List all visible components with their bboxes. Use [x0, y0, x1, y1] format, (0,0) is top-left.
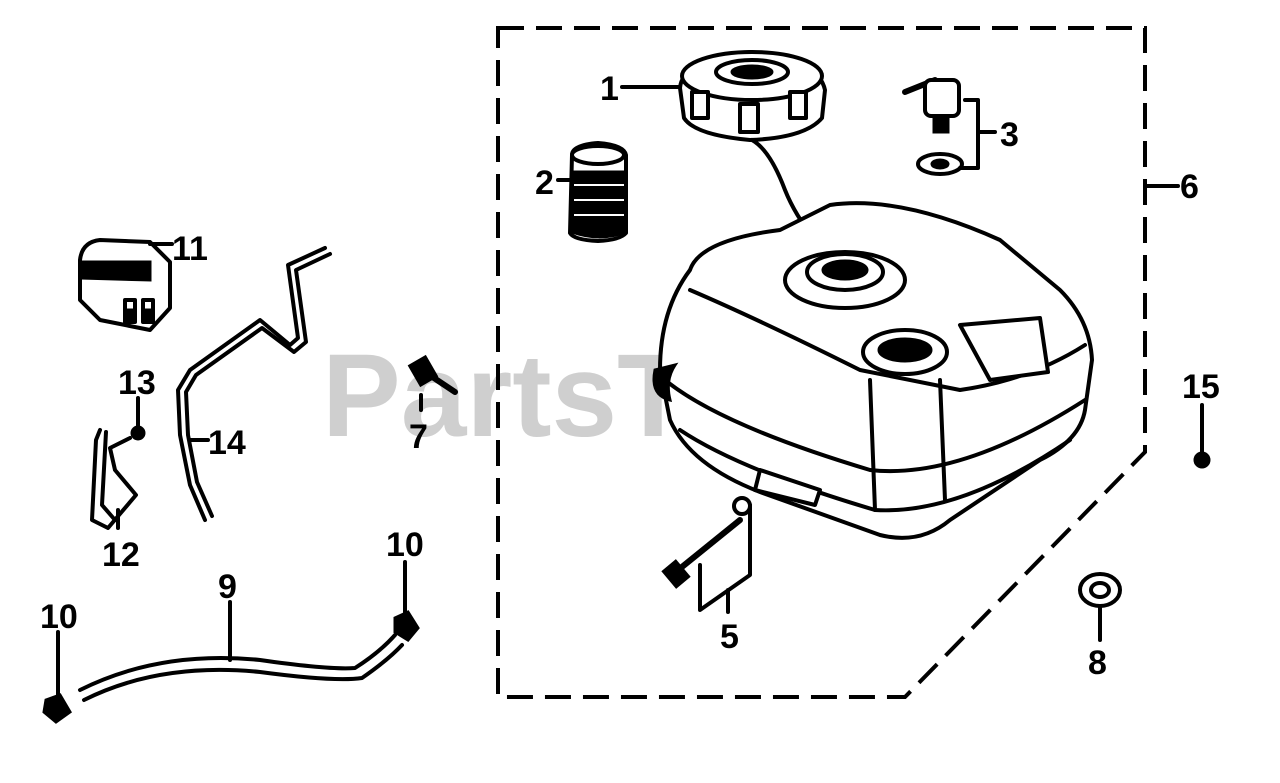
- callout-6: 6: [1180, 168, 1199, 206]
- callout-12: 12: [102, 536, 140, 574]
- clip: [130, 425, 146, 441]
- drain-bolt: [661, 496, 752, 589]
- callout-3: 3: [1000, 116, 1019, 154]
- bracket-5: [698, 503, 752, 614]
- callout-14: 14: [208, 424, 246, 462]
- nut: [1193, 451, 1211, 469]
- bolt: [407, 354, 458, 395]
- callout-5: 5: [720, 618, 739, 656]
- callout-11: 11: [172, 230, 208, 268]
- washer: [1078, 572, 1122, 608]
- callout-10-right: 10: [386, 526, 424, 564]
- callout-2: 2: [535, 164, 554, 202]
- callout-15: 15: [1182, 368, 1220, 406]
- fuel-cap: [678, 50, 827, 242]
- callout-1: 1: [600, 70, 619, 108]
- callout-7: 7: [409, 418, 428, 456]
- bracket: [90, 428, 138, 530]
- bracket-3: [958, 98, 997, 170]
- fuel-tank: [652, 201, 1094, 540]
- hose-clamp-right: [393, 610, 420, 642]
- fuel-line: [78, 633, 404, 702]
- hose-clamp-left: [42, 693, 72, 724]
- fuel-valve: [902, 77, 964, 176]
- callout-9: 9: [218, 568, 237, 606]
- callout-13: 13: [118, 364, 156, 402]
- callout-8: 8: [1088, 644, 1107, 682]
- connector: [78, 238, 172, 332]
- assembly-boundary: [496, 26, 1147, 699]
- callout-10-left: 10: [40, 598, 78, 636]
- rod: [176, 246, 332, 522]
- fuel-strainer: [568, 141, 628, 243]
